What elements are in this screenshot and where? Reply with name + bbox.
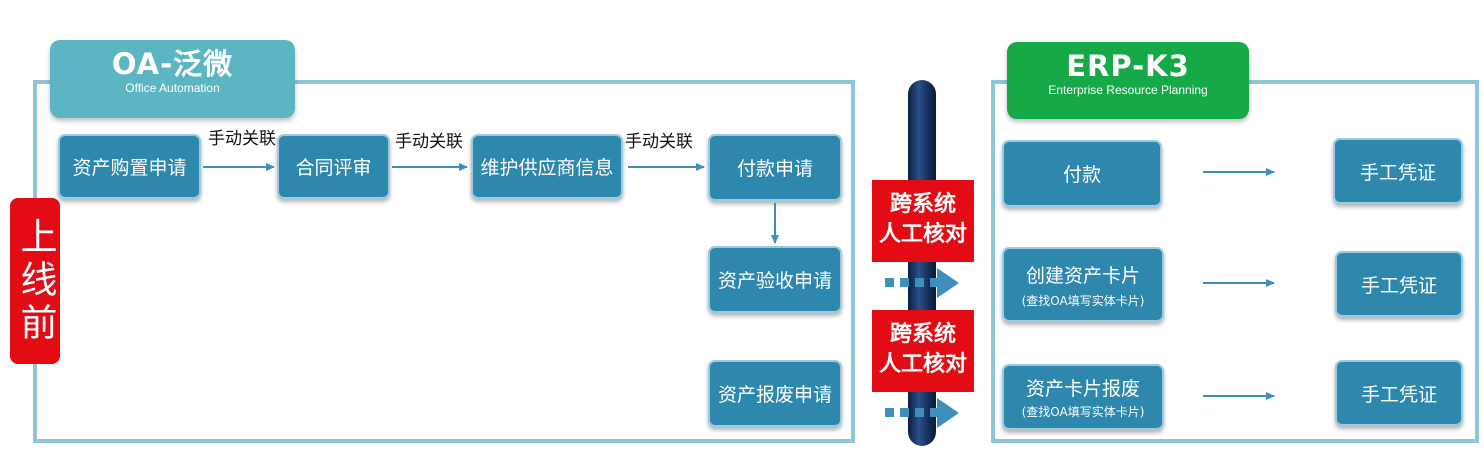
manual-voucher-box-3[interactable]: 手工凭证: [1335, 360, 1463, 426]
erp-scrap-asset-card-box[interactable]: 资产卡片报废 (查找OA填写实体卡片): [1002, 364, 1164, 430]
manual-voucher-label-2: 手工凭证: [1360, 274, 1437, 297]
pre-launch-label: 上线前: [14, 216, 57, 346]
erp-header: ERP-K3 Enterprise Resource Planning: [1007, 42, 1249, 119]
manual-voucher-box-2[interactable]: 手工凭证: [1335, 251, 1463, 317]
maintain-supplier-info-box[interactable]: 维护供应商信息: [471, 134, 623, 199]
maintain-supplier-info-label: 维护供应商信息: [480, 157, 614, 179]
oa-title: OA-泛微: [111, 47, 234, 81]
payment-request-label: 付款申请: [736, 158, 813, 180]
dotted-arrow-1: [885, 268, 965, 298]
asset-scrap-request-box[interactable]: 资产报废申请: [708, 360, 842, 427]
erp-payment-box[interactable]: 付款: [1002, 140, 1162, 207]
erp-scrap-asset-card-note: (查找OA填写实体卡片): [1021, 405, 1145, 419]
manual-link-label-1: 手动关联: [208, 129, 276, 149]
erp-create-asset-card-box[interactable]: 创建资产卡片 (查找OA填写实体卡片): [1002, 247, 1164, 322]
asset-acceptance-request-box[interactable]: 资产验收申请: [708, 246, 842, 313]
erp-subtitle: Enterprise Resource Planning: [1048, 83, 1208, 97]
erp-create-asset-card-label: 创建资产卡片: [1025, 264, 1140, 287]
manual-voucher-label-1: 手工凭证: [1359, 161, 1436, 184]
cross-system-check-tag-1: 跨系统 人工核对: [872, 180, 974, 262]
cross-system-check-line2-2: 人工核对: [878, 352, 967, 377]
payment-request-box[interactable]: 付款申请: [708, 134, 842, 201]
oa-header: OA-泛微 Office Automation: [50, 40, 295, 118]
cross-system-check-line1-2: 跨系统: [889, 322, 956, 347]
oa-subtitle: Office Automation: [125, 81, 220, 95]
erp-scrap-asset-card-label: 资产卡片报废: [1025, 378, 1140, 400]
contract-review-box[interactable]: 合同评审: [277, 134, 390, 199]
cross-system-check-tag-2: 跨系统 人工核对: [872, 310, 974, 392]
cross-system-check-line1-1: 跨系统: [889, 192, 956, 217]
manual-voucher-box-1[interactable]: 手工凭证: [1333, 138, 1463, 204]
asset-purchase-request-label: 资产购置申请: [72, 157, 187, 179]
erp-create-asset-card-note: (查找OA填写实体卡片): [1021, 293, 1145, 308]
cross-system-check-line2-1: 人工核对: [878, 222, 967, 247]
manual-link-label-3: 手动关联: [625, 132, 693, 152]
manual-link-label-2: 手动关联: [395, 132, 463, 152]
contract-review-label: 合同评审: [295, 157, 372, 179]
asset-purchase-request-box[interactable]: 资产购置申请: [58, 134, 201, 199]
pre-launch-tag: 上线前: [10, 198, 60, 364]
asset-scrap-request-label: 资产报废申请: [717, 384, 832, 406]
asset-acceptance-request-label: 资产验收申请: [717, 270, 832, 292]
manual-voucher-label-3: 手工凭证: [1360, 383, 1437, 406]
dotted-arrow-2: [885, 398, 965, 428]
erp-title: ERP-K3: [1066, 49, 1190, 83]
erp-payment-label: 付款: [1062, 164, 1101, 186]
